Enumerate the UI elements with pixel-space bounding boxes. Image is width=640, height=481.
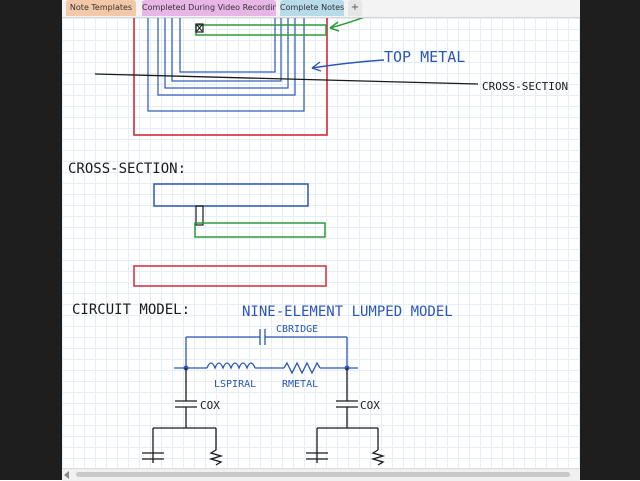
red-outer-box [133, 18, 328, 136]
scroll-thumb[interactable] [76, 472, 570, 477]
spiral-top-view: TOP METAL CROSS-SECTION [94, 18, 568, 136]
add-section-button[interactable]: + [348, 0, 362, 16]
top-metal-bar [153, 183, 309, 207]
cox-right-label: COX [360, 399, 380, 412]
cross-section-heading: CROSS-SECTION: [68, 161, 186, 177]
via-marker [195, 23, 204, 33]
circuit-model: CIRCUIT MODEL: NINE-ELEMENT LUMPED MODEL… [72, 302, 453, 466]
note-page[interactable]: TOP METAL CROSS-SECTION CROSS-SECTION: C… [62, 18, 580, 468]
tab-complete-notes[interactable]: Complete Notes [280, 0, 344, 16]
section-tab-bar: Note Templates Completed During Video Re… [62, 0, 580, 18]
cox-left-label: COX [200, 399, 220, 412]
right-dark-margin [580, 0, 640, 480]
blue-spiral-4 [179, 18, 276, 73]
blue-spiral-2 [164, 18, 289, 89]
horizontal-scrollbar[interactable] [62, 468, 580, 481]
blue-spiral-outer [147, 18, 305, 112]
cross-section-line [94, 73, 479, 85]
tab-completed-during-video-recording[interactable]: Completed During Video Recording [142, 0, 276, 16]
tab-note-templates[interactable]: Note Templates [66, 0, 136, 16]
cross-section-drawing: CROSS-SECTION: [68, 161, 327, 287]
circuit-model-heading: CIRCUIT MODEL: [72, 302, 190, 318]
red-substrate-bar [133, 265, 327, 287]
blue-spiral-3 [171, 18, 282, 82]
green-underpass [195, 24, 327, 36]
lspiral-inductor [206, 362, 256, 370]
blue-spiral-1 [157, 18, 296, 96]
left-dark-margin [0, 0, 62, 480]
cross-section-line-label: CROSS-SECTION [482, 80, 568, 93]
via-column [195, 205, 204, 226]
circuit-model-subtitle: NINE-ELEMENT LUMPED MODEL [242, 304, 453, 320]
ink-drawing-canvas: TOP METAL CROSS-SECTION CROSS-SECTION: C… [68, 18, 568, 466]
rmetal-label: RMETAL [282, 379, 318, 390]
top-metal-arrow [311, 59, 385, 69]
green-arrow [329, 18, 364, 29]
green-underpass-bar [194, 222, 326, 238]
top-metal-label: TOP METAL [384, 48, 465, 66]
scroll-left-arrow-icon[interactable] [64, 471, 69, 479]
cbridge-label: CBRIDGE [276, 324, 318, 335]
rmetal-resistor [283, 361, 321, 375]
lspiral-label: LSPIRAL [214, 379, 256, 390]
